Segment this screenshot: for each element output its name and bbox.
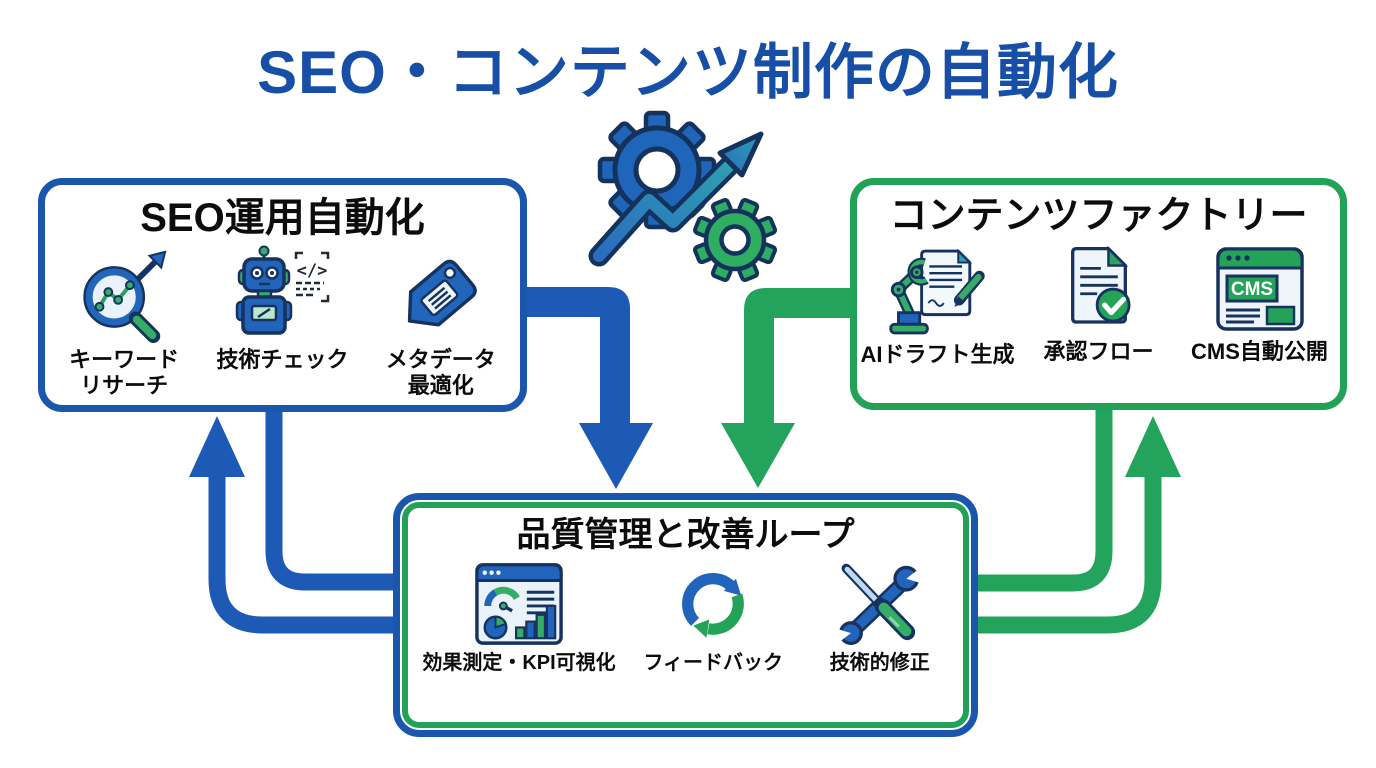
gears-growth-arrow-icon (588, 110, 778, 283)
quality-loop-inner-frame: 品質管理と改善ループ (402, 502, 969, 728)
cms-badge-text: CMS (1230, 279, 1272, 300)
item-label: 承認フロー (1043, 338, 1154, 364)
quality-box-title: 品質管理と改善ループ (516, 516, 855, 554)
line-content-down-to-quality (973, 406, 1113, 592)
item-label: メタデータ 最適化 (385, 347, 496, 399)
item-tech-check: </> 技術チェック (204, 245, 361, 373)
arrow-content-to-quality (721, 288, 858, 488)
loop-quality-to-seo-arrowhead (189, 416, 245, 477)
loop-quality-to-content (973, 474, 1162, 634)
cms-publish-icon: CMS (1210, 243, 1310, 337)
technical-fix-icon (831, 559, 927, 649)
item-ai-draft: AIドラフト生成 (858, 243, 1017, 368)
item-keyword-research: キーワード リサーチ (46, 245, 203, 400)
content-factory-box: コンテンツファクトリー (850, 178, 1347, 410)
seo-box-title: SEO運用自動化 (140, 196, 425, 240)
quality-loop-box: 品質管理と改善ループ (393, 493, 978, 737)
item-label: CMS自動公開 (1191, 338, 1328, 364)
keyword-research-icon (75, 245, 173, 345)
loop-quality-to-content-arrowhead (1125, 416, 1181, 477)
item-label: 技術チェック (216, 347, 349, 372)
item-label: AIドラフト生成 (860, 341, 1015, 367)
item-label: 技術的修正 (829, 652, 930, 675)
item-technical-fix: 技術的修正 (797, 559, 964, 675)
item-kpi-dashboard: 効果測定・KPI可視化 (408, 559, 630, 675)
item-cms-publish: CMS CMS自動公開 (1180, 243, 1339, 365)
kpi-dashboard-icon (470, 559, 568, 649)
ai-draft-icon (885, 243, 991, 340)
loop-quality-to-seo (208, 474, 399, 634)
content-box-title: コンテンツファクトリー (889, 195, 1308, 237)
item-metadata-optimization: メタデータ 最適化 (362, 245, 519, 400)
item-approval-flow: 承認フロー (1019, 243, 1178, 365)
item-label: キーワード リサーチ (69, 347, 180, 399)
approval-flow-icon (1052, 243, 1146, 337)
metadata-tag-icon (392, 245, 490, 345)
tech-check-robot-icon: </> (230, 245, 334, 345)
arrow-seo-to-quality (520, 287, 653, 489)
page-title: SEO・コンテンツ制作の自動化 (257, 39, 1119, 106)
item-feedback: フィードバック (630, 559, 797, 675)
svg-text:</>: </> (297, 261, 328, 281)
growth-arrow-icon (588, 131, 764, 267)
item-label: フィードバック (643, 652, 784, 675)
seo-automation-box: SEO運用自動化 (38, 178, 527, 412)
feedback-cycle-icon (666, 559, 760, 649)
item-label: 効果測定・KPI可視化 (422, 652, 616, 675)
green-gear-icon (692, 197, 778, 283)
line-seo-down-to-quality (265, 406, 399, 591)
